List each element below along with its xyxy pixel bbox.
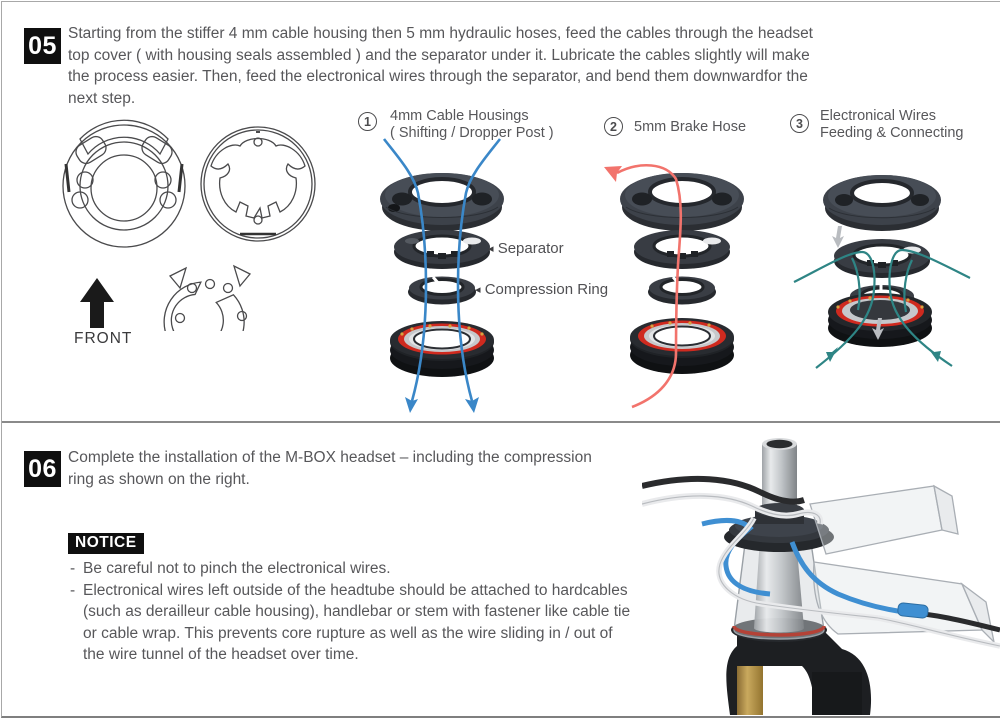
step-05-badge: 05 bbox=[24, 28, 61, 64]
notice-item-text: Be careful not to pinch the electronical… bbox=[83, 560, 391, 577]
section-divider bbox=[2, 421, 1000, 423]
separator bbox=[834, 239, 930, 278]
routed-cables bbox=[642, 475, 1000, 649]
fork-leg-black bbox=[812, 672, 862, 715]
top-cover bbox=[823, 175, 941, 231]
lower-bearing-seal bbox=[732, 625, 826, 637]
blue-connector bbox=[897, 602, 929, 619]
step-05-paragraph: Starting from the stiffer 4 mm cable hou… bbox=[68, 25, 813, 107]
compression-ring bbox=[648, 276, 716, 305]
separator-callout-label: Separator bbox=[497, 240, 564, 257]
step-06-number: 06 bbox=[28, 454, 57, 483]
blue-cable-arrowhead-right bbox=[465, 397, 479, 413]
diagram-2-number: 2 bbox=[610, 119, 617, 134]
assembled-headset-render bbox=[642, 438, 1000, 715]
exploded-diagram-electronical-wires bbox=[793, 175, 971, 369]
bearing bbox=[630, 318, 734, 374]
fork-stanchion-gold bbox=[737, 666, 763, 715]
diagram-2-number-icon: 2 bbox=[604, 117, 623, 136]
separator-callout: ◂ Separator bbox=[488, 240, 564, 257]
notice-list: - Be careful not to pinch the electronic… bbox=[70, 558, 638, 666]
diagram-1-label-line1: 4mm Cable Housings bbox=[390, 108, 529, 124]
diagram-1-label: 4mm Cable Housings ( Shifting / Dropper … bbox=[390, 108, 554, 142]
notice-item-text: Electronical wires left outside of the h… bbox=[83, 581, 631, 664]
diagram-2-label: 5mm Brake Hose bbox=[634, 119, 746, 136]
bearing-balls bbox=[400, 324, 484, 336]
top-cover bbox=[380, 173, 504, 231]
bearing-balls bbox=[836, 296, 924, 309]
diagram-1-number-icon: 1 bbox=[358, 112, 377, 131]
diagram-3-label: Electronical Wires Feeding & Connecting bbox=[820, 108, 964, 142]
teal-wire-arrowhead-right bbox=[928, 348, 941, 362]
separator bbox=[634, 230, 730, 269]
exploded-diagram-cable-housings bbox=[380, 138, 504, 413]
separator bbox=[394, 230, 490, 269]
compression-ring-top-view bbox=[163, 264, 252, 331]
teal-wires bbox=[793, 248, 971, 369]
compression-ring-callout: ◂ Compression Ring bbox=[475, 281, 608, 298]
black-housing bbox=[642, 475, 805, 505]
exploded-diagram-brake-hose bbox=[604, 163, 744, 409]
diagram-3-label-line1: Electronical Wires bbox=[820, 108, 937, 124]
diagram-1-label-line2: ( Shifting / Dropper Post ) bbox=[390, 125, 554, 141]
bearing-balls bbox=[650, 321, 711, 328]
top-cover bbox=[620, 173, 744, 231]
step-05-number: 05 bbox=[28, 31, 57, 60]
wire-tunnels bbox=[809, 484, 996, 644]
diagram-1-number: 1 bbox=[364, 114, 371, 129]
notice-badge: NOTICE bbox=[68, 533, 144, 554]
notice-item: - Be careful not to pinch the electronic… bbox=[70, 558, 638, 580]
bullet-dash: - bbox=[70, 581, 76, 599]
diagram-3-number: 3 bbox=[796, 116, 803, 131]
assembly-down-arrow-icon bbox=[832, 226, 844, 248]
diagram-2-label-line1: 5mm Brake Hose bbox=[634, 119, 747, 135]
diagram-3-number-icon: 3 bbox=[790, 114, 809, 133]
compression-ring bbox=[408, 276, 476, 305]
bullet-dash: - bbox=[70, 560, 76, 577]
front-arrow-icon bbox=[80, 278, 114, 328]
blue-cables bbox=[382, 138, 502, 402]
front-label: FRONT bbox=[74, 330, 133, 347]
blue-cable-arrowhead-left bbox=[405, 397, 418, 413]
left-triangle-icon: ◂ bbox=[475, 284, 481, 296]
blue-wire-lower bbox=[789, 541, 905, 615]
red-hose-arrowhead bbox=[604, 166, 622, 182]
assembly-down-arrow-icon bbox=[872, 318, 884, 340]
diagram-3-label-line2: Feeding & Connecting bbox=[820, 125, 964, 141]
left-triangle-icon: ◂ bbox=[488, 243, 494, 255]
separator-top-view bbox=[200, 126, 316, 242]
red-brake-hose bbox=[616, 163, 683, 409]
bearing bbox=[390, 321, 494, 377]
step-06-badge: 06 bbox=[24, 451, 61, 487]
top-cover-top-view bbox=[62, 119, 186, 248]
headset-parts-lineart bbox=[62, 119, 316, 331]
compression-ring-callout-label: Compression Ring bbox=[484, 281, 609, 298]
step-06-paragraph: Complete the installation of the M-BOX h… bbox=[68, 449, 592, 488]
notice-item: - Electronical wires left outside of the… bbox=[70, 580, 638, 666]
teal-wire-arrowhead-left bbox=[826, 347, 838, 362]
